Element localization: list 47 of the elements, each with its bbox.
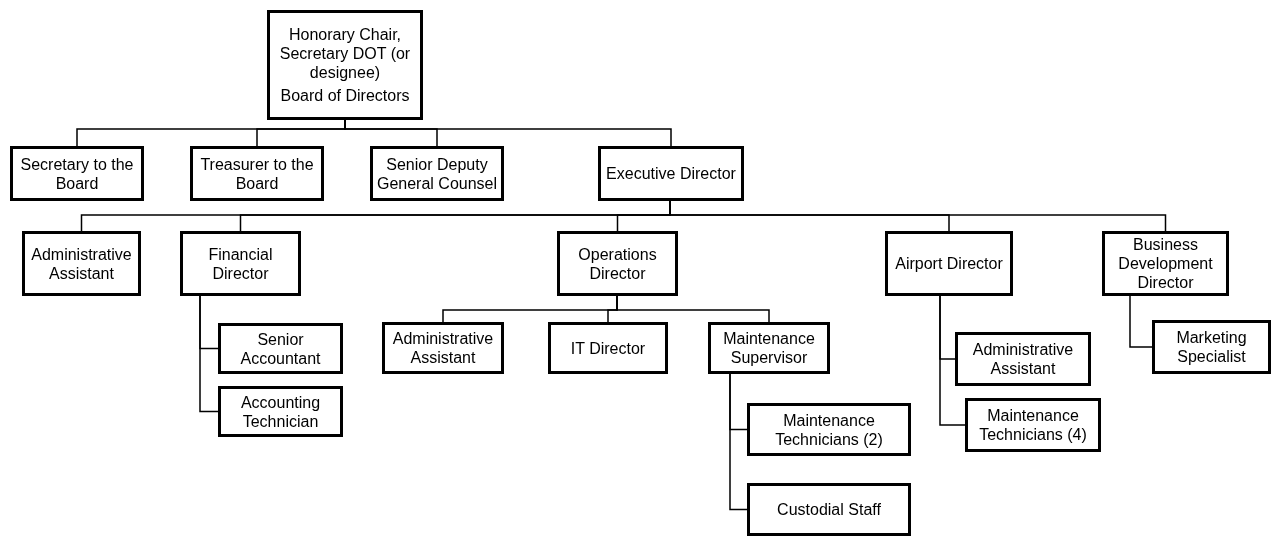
role-title: Administrative Assistant (391, 329, 495, 367)
org-box (598, 146, 744, 201)
role-title: Honorary Chair, Secretary DOT (or designee) (278, 25, 412, 82)
connector-line (199, 295, 219, 413)
role-title: Board of Directors (280, 86, 410, 105)
org-box (22, 231, 141, 296)
role-title: Maintenance Technicians (2) (774, 410, 884, 449)
connector-line (729, 373, 748, 511)
role-title: Marketing Specialist (1175, 328, 1248, 366)
role-title: Senior Deputy General Counsel (375, 154, 499, 193)
org-box (557, 231, 678, 296)
org-box (10, 146, 144, 201)
connector-line (939, 295, 966, 426)
org-box (965, 398, 1101, 452)
org-box (548, 322, 668, 374)
role-title: Executive Director (606, 164, 736, 183)
org-box (267, 10, 423, 120)
org-box (1102, 231, 1229, 296)
role-title: Maintenance Supervisor (722, 329, 816, 367)
role-title: Financial Director (207, 244, 274, 283)
org-box (180, 231, 301, 296)
role-title: Senior Accountant (239, 329, 322, 368)
role-title: Administrative Assistant (30, 244, 133, 283)
role-title: Maintenance Technicians (4) (978, 406, 1088, 444)
role-title: Operations Director (577, 244, 658, 283)
connector-line (616, 295, 770, 323)
org-box (955, 332, 1091, 386)
org-box (747, 483, 911, 536)
org-box (190, 146, 324, 201)
org-box (370, 146, 504, 201)
role-title: IT Director (570, 338, 646, 358)
role-title: Treasurer to the Board (199, 154, 315, 193)
org-box (885, 231, 1013, 296)
org-box (747, 403, 911, 456)
org-box (218, 323, 343, 374)
org-box (1152, 320, 1271, 374)
connector-line (1129, 295, 1153, 348)
org-box (218, 386, 343, 437)
role-title: Airport Director (895, 254, 1003, 273)
role-title: Administrative Assistant (971, 340, 1075, 378)
role-title: Accounting Technician (239, 392, 322, 431)
org-box (708, 322, 830, 374)
role-title: Custodial Staff (777, 500, 881, 519)
connector-line (344, 119, 672, 147)
org-box (382, 322, 504, 374)
role-title: Secretary to the Board (19, 154, 135, 193)
role-title: Business Development Director (1117, 235, 1214, 292)
